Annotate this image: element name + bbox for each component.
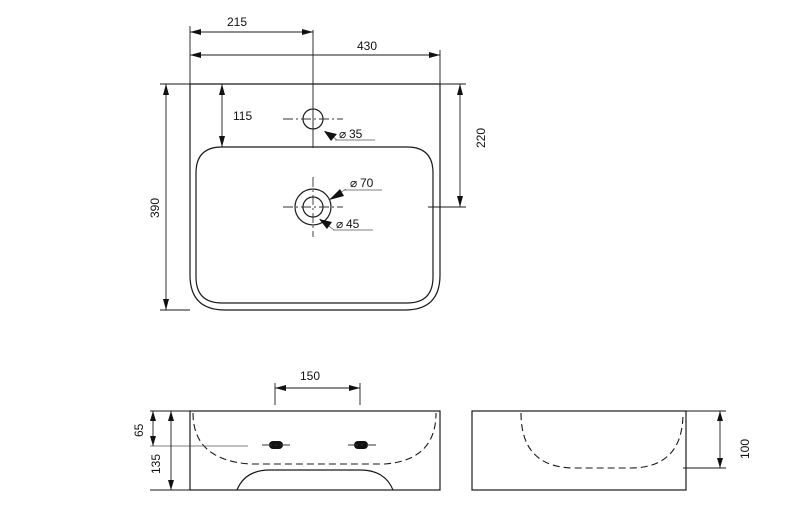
dim-fixing-spacing: 150 [300,369,320,383]
drain-outer-diameter: 70 [360,176,374,190]
tap-hole-diameter: 35 [349,127,363,141]
bowl-outline-top [195,146,434,304]
dim-fixing-height: 65 [132,423,146,437]
front-view: 150 65 135 [132,369,441,491]
tap-hole-diameter-symbol: ⌀ [339,127,346,141]
side-view: 100 [471,410,752,491]
dim-tap-offset: 215 [227,15,247,29]
drain-inner-diameter: 45 [346,217,360,231]
dim-drain-from-back: 220 [474,128,488,148]
dim-width: 430 [357,39,377,53]
drain-outer [294,188,332,226]
basin-outline-top [189,83,441,311]
drain-outer-diameter-symbol: ⌀ [350,176,357,190]
dim-tap-from-back: 115 [233,109,252,123]
top-view: 215 430 390 115 220 ⌀ 35 [148,15,488,311]
dim-bowl-depth: 100 [738,439,752,459]
basin-outline-front [189,410,441,491]
dim-side-height: 135 [149,454,163,474]
basin-outline-side [471,410,687,491]
drain-inner-diameter-symbol: ⌀ [336,217,343,231]
base-cutout-front [236,469,394,491]
bowl-hidden-side [520,412,684,469]
bowl-hidden-front [192,412,437,465]
dim-depth: 390 [148,198,162,218]
